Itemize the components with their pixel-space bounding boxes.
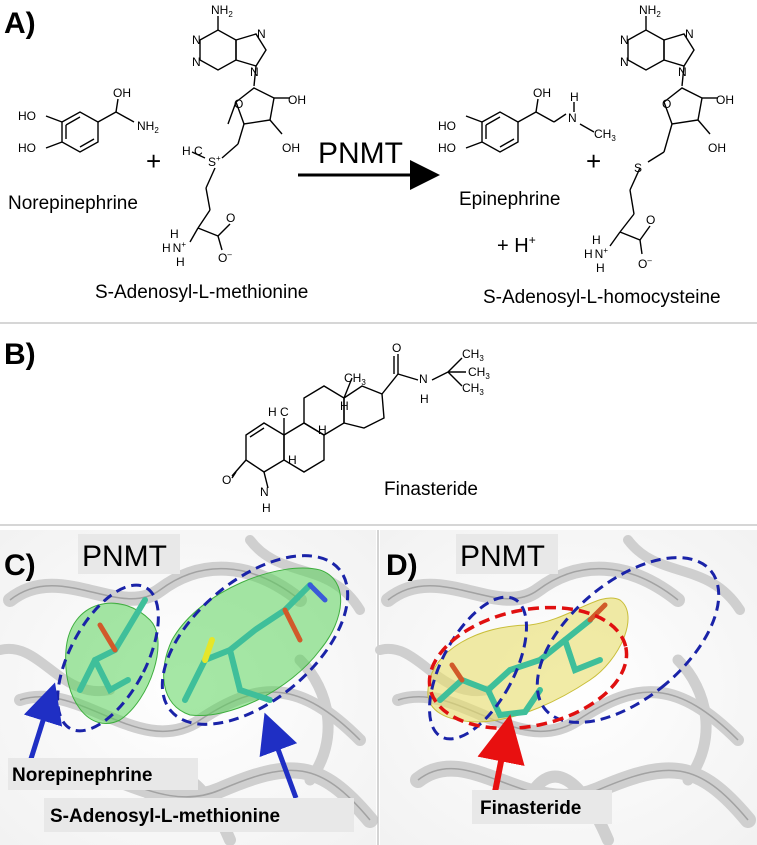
ho-label: HO — [18, 141, 36, 155]
n-label: N — [678, 65, 687, 79]
o-label: O — [392, 341, 401, 355]
panel-c-letter: C) — [4, 549, 36, 582]
h-label: H — [596, 261, 605, 275]
panel-d-letter: D) — [386, 549, 418, 582]
h-label: H — [176, 255, 185, 269]
s-plus-label: S+ — [208, 154, 221, 169]
o-label: O — [222, 473, 231, 487]
n-label: N — [568, 111, 577, 125]
ch3-label: CH3 — [462, 347, 484, 363]
o-label: O — [646, 213, 655, 227]
norepinephrine-label: Norepinephrine — [12, 765, 152, 786]
finasteride-label: Finasteride — [480, 798, 581, 819]
reactant-norepinephrine-name: Norepinephrine — [8, 193, 138, 214]
plus-sign: + — [586, 146, 601, 176]
panel-d: D) PNMT Finasteride — [375, 530, 757, 845]
nh2-label: NH2 — [211, 3, 233, 19]
ch3-label: CH3 — [468, 365, 490, 381]
n-label: N — [250, 65, 259, 79]
ho-label: HO — [18, 109, 36, 123]
sam-site-outline — [535, 556, 721, 724]
n-label: N — [192, 55, 201, 69]
ho-label: HO — [438, 119, 456, 133]
compound-finasteride-name: Finasteride — [384, 479, 478, 500]
panel-a: A) HO HO OH NH2 Norepinephrine + — [4, 3, 734, 308]
ch3-label: CH3 — [462, 381, 484, 397]
norepinephrine-arrow — [23, 682, 63, 763]
ch3-label: CH3 — [344, 371, 366, 387]
oh-label: OH — [716, 93, 734, 107]
h-label: H — [318, 423, 327, 437]
label-tag — [8, 758, 198, 790]
sam-structure — [189, 16, 290, 251]
sam-surface — [163, 567, 342, 717]
oh-label: OH — [113, 86, 131, 100]
sam-arrow — [259, 712, 299, 799]
h-label: H — [288, 453, 297, 467]
nh2-label: NH2 — [137, 119, 159, 135]
n-label: N — [257, 27, 266, 41]
enzyme-tag — [78, 534, 180, 574]
o-label: O — [226, 211, 235, 225]
nh-label: H — [170, 227, 179, 241]
product-sah-name: S-Adenosyl-L-homocysteine — [483, 287, 721, 308]
proton-label: + H+ — [497, 233, 536, 257]
o-minus-label: O– — [218, 250, 232, 265]
o-label: O — [234, 97, 243, 111]
panel-a-letter: A) — [4, 7, 36, 40]
enzyme-tag-label: PNMT — [460, 540, 545, 573]
enzyme-tag — [456, 534, 558, 574]
enzyme-tag-label: PNMT — [82, 540, 167, 573]
ch3-label: H C — [268, 405, 289, 419]
plus-sign: + — [146, 146, 161, 176]
sam-label: S-Adenosyl-L-methionine — [50, 806, 280, 827]
h-label: H — [592, 233, 601, 247]
s-label: S — [634, 161, 642, 175]
norepinephrine-site-outline — [428, 595, 528, 741]
sam-site-outline — [160, 554, 350, 726]
sah-structure — [609, 16, 718, 255]
ho-label: HO — [438, 141, 456, 155]
n-label: N — [419, 372, 428, 386]
reactant-sam-name: S-Adenosyl-L-methionine — [95, 282, 308, 303]
ch3-label: CH3 — [594, 127, 616, 143]
label-tag — [44, 798, 354, 832]
n-label: N — [620, 33, 629, 47]
panel-c: C) PNMT Norepinephrine S-Adenosyl-L-meth… — [0, 530, 378, 845]
nh2-label: NH2 — [639, 3, 661, 19]
h3c-label: H C — [182, 144, 203, 158]
epinephrine-structure — [465, 98, 595, 153]
ligand-sticks — [437, 602, 608, 719]
reaction-enzyme-label: PNMT — [318, 137, 403, 170]
label-tag — [472, 790, 612, 824]
panel-b-letter: B) — [4, 338, 36, 371]
oh-label: OH — [288, 93, 306, 107]
finasteride-structure — [231, 354, 466, 489]
ligand-sticks — [77, 582, 328, 703]
product-epinephrine-name: Epinephrine — [459, 189, 560, 210]
n-label: N — [192, 33, 201, 47]
norepinephrine-site-outline — [56, 583, 160, 733]
o-label: O — [662, 97, 671, 111]
panel-b: B) H C CH3 O N H — [4, 338, 490, 515]
n-label: N — [620, 55, 629, 69]
h-label: H — [570, 90, 579, 104]
oh-label: OH — [533, 86, 551, 100]
n-label: N — [685, 27, 694, 41]
oh-label: OH — [708, 141, 726, 155]
h-label: H — [340, 399, 349, 413]
finasteride-arrow — [477, 714, 525, 793]
h-label: H — [262, 501, 271, 515]
oh-label: OH — [282, 141, 300, 155]
o-minus-label: O– — [638, 256, 652, 271]
nh-label: N — [260, 485, 269, 499]
h-label: H — [420, 392, 429, 406]
finasteride-site-outline — [427, 605, 629, 731]
norepinephrine-structure — [45, 98, 135, 153]
